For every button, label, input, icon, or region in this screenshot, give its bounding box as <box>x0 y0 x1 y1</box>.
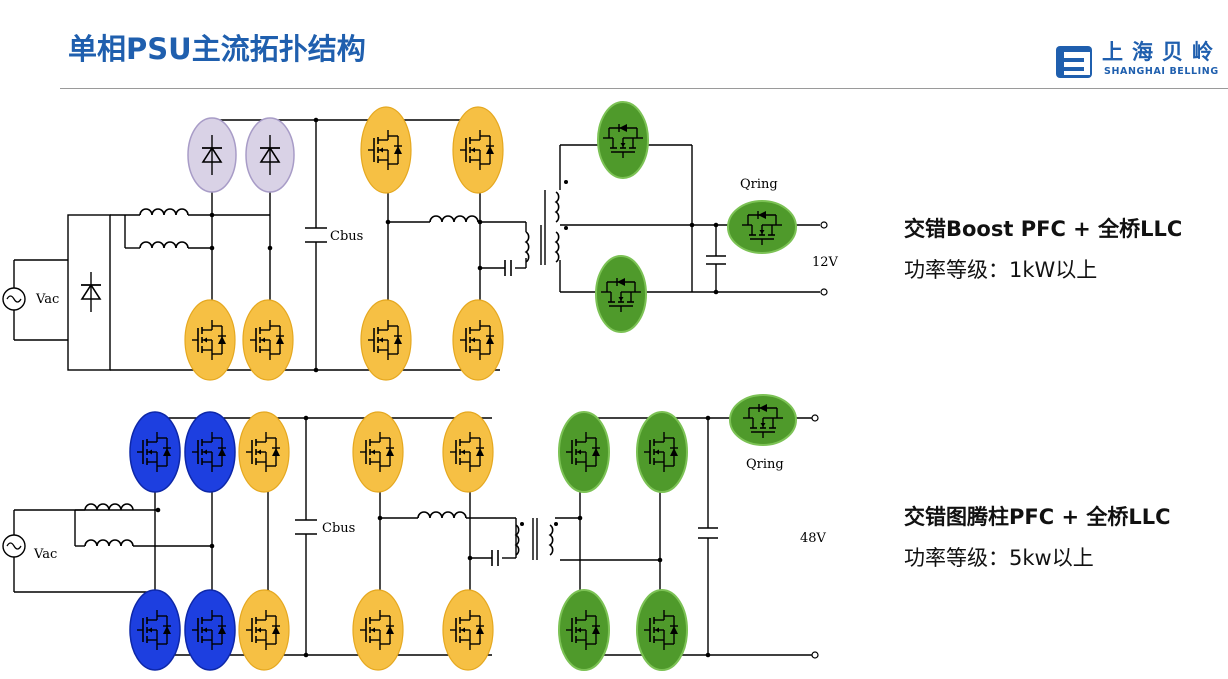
vout-label-1: 12V <box>812 255 839 270</box>
topology1-power: 功率等级：1kW以上 <box>904 258 1098 282</box>
topology1-description: 交错Boost PFC + 全桥LLC 功率等级：1kW以上 <box>904 213 1182 284</box>
topology2-power: 功率等级：5kw以上 <box>904 546 1094 570</box>
logo-chinese: 上海贝岭 <box>1102 40 1222 64</box>
page-title: 单相PSU主流拓扑结构 <box>68 32 366 66</box>
qring-label-1: Qring <box>740 177 778 192</box>
belling-logo-icon <box>1056 46 1092 78</box>
topology1-label: 交错Boost PFC + 全桥LLC <box>904 217 1183 241</box>
logo-english: SHANGHAI BELLING <box>1104 66 1219 77</box>
vac-label-2: Vac <box>33 547 57 562</box>
header-divider <box>60 88 1228 89</box>
cbus-label-1: Cbus <box>330 229 363 244</box>
vout-label-2: 48V <box>800 531 827 546</box>
circuit-diagrams: Vac Cbus Qring 12V <box>2 101 839 671</box>
qring-label-2: Qring <box>746 457 784 472</box>
topology1-circuit: Vac Cbus Qring 12V <box>2 101 839 381</box>
vac-label-1: Vac <box>35 292 59 307</box>
company-logo: 上海贝岭 SHANGHAI BELLING <box>1054 38 1226 82</box>
topology2-label: 交错图腾柱PFC + 全桥LLC <box>904 505 1171 529</box>
topology2-circuit: Vac Cbus Qring 48V <box>2 394 827 671</box>
topology2-description: 交错图腾柱PFC + 全桥LLC 功率等级：5kw以上 <box>904 501 1171 572</box>
cbus-label-2: Cbus <box>322 521 355 536</box>
